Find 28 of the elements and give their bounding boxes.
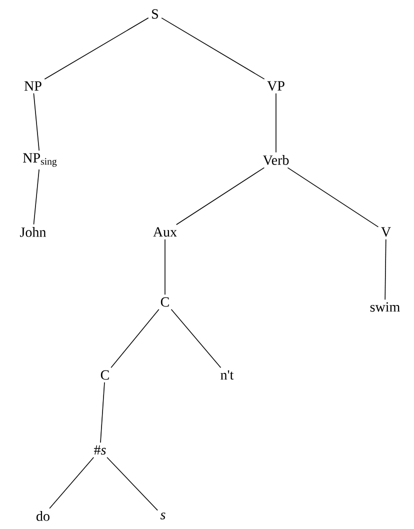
tree-label: C bbox=[160, 297, 169, 307]
branch-line bbox=[106, 456, 158, 511]
tree-label: swim bbox=[370, 302, 400, 312]
tree-label: s bbox=[160, 512, 166, 520]
tree-label: S bbox=[152, 9, 158, 19]
branch-line bbox=[110, 309, 160, 368]
branch-line bbox=[170, 309, 222, 368]
tree-label: John bbox=[20, 227, 46, 237]
tree-label: V bbox=[381, 227, 391, 237]
tree-label: #s bbox=[94, 445, 106, 455]
tree-label: Verb bbox=[262, 155, 289, 165]
branch-line bbox=[33, 92, 40, 151]
tree-label: VP bbox=[267, 81, 284, 91]
tree-label: NP$_{sing}$ bbox=[23, 153, 57, 167]
branch-line bbox=[44, 17, 149, 80]
branch-line bbox=[384, 238, 386, 300]
branch-line bbox=[287, 167, 379, 228]
branch-line bbox=[49, 456, 94, 509]
branch-line bbox=[161, 18, 265, 80]
tree-label: do bbox=[36, 511, 50, 521]
tree-label: Aux bbox=[153, 227, 177, 237]
branch-line bbox=[176, 167, 265, 226]
tree-label: n't bbox=[220, 370, 234, 380]
branch-line bbox=[33, 169, 40, 225]
tree-label: C bbox=[100, 370, 109, 380]
branch-line bbox=[100, 382, 105, 444]
branch-line bbox=[164, 238, 166, 295]
tree-label: NP bbox=[24, 81, 42, 91]
